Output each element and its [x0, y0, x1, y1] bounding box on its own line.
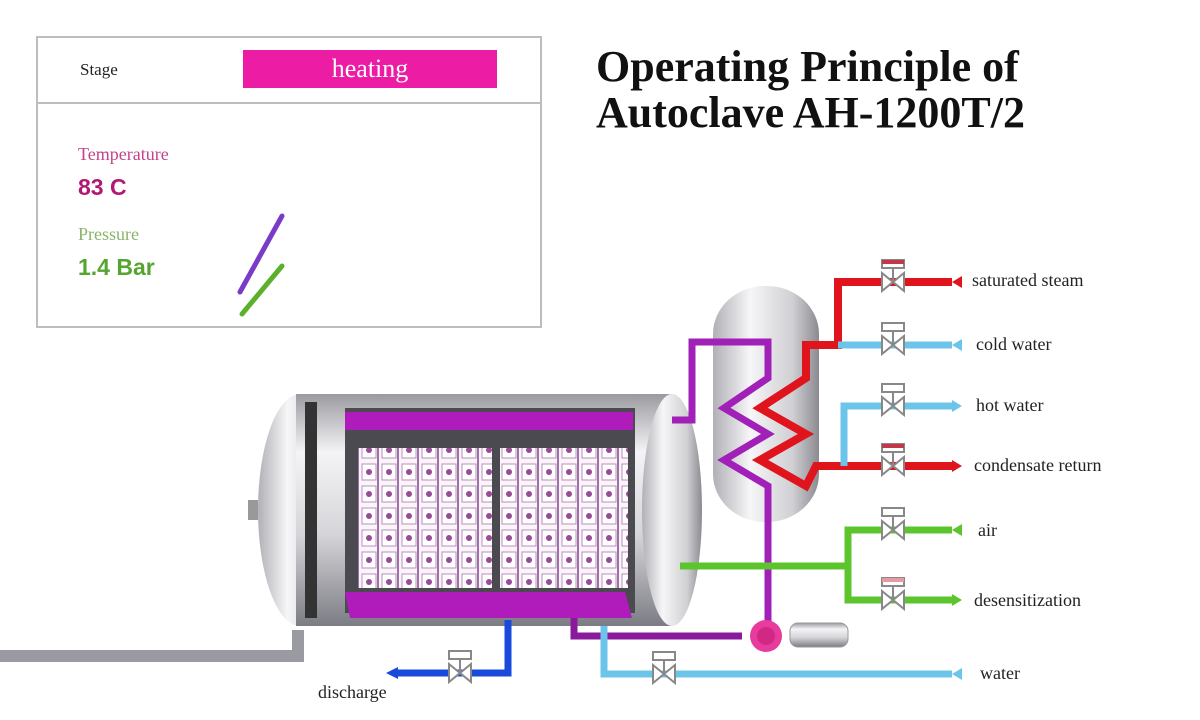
temperature-trend-icon	[237, 213, 285, 295]
drain-pipe	[0, 630, 304, 662]
label-hot-water: hot water	[976, 395, 1044, 415]
desensitization-pipe	[844, 566, 952, 604]
pressure-value: 1.4 Bar	[78, 254, 155, 280]
circulation-pump-icon	[750, 620, 849, 652]
water-arrow	[952, 668, 962, 680]
circulation-pipe-top	[672, 338, 775, 628]
pressure-trend-icon	[239, 263, 285, 317]
label-air: air	[978, 520, 997, 540]
valve-icon[interactable]	[881, 322, 905, 355]
title-line-1: Operating Principle of	[596, 42, 1019, 91]
status-panel: Stage heating Temperature 83 C Pressure …	[36, 36, 542, 328]
circulation-pipe-bottom	[570, 618, 742, 640]
stage-label: Stage	[80, 60, 118, 79]
trend-icons	[237, 213, 285, 317]
hot-water-arrow	[952, 400, 962, 412]
saturated-steam-arrow	[952, 276, 962, 288]
valve-icon[interactable]	[881, 507, 905, 540]
temperature-label: Temperature	[78, 144, 169, 164]
cold-water-arrow	[952, 339, 962, 351]
desensitization-arrow	[952, 594, 962, 606]
water-pipe	[600, 626, 952, 678]
valve-icon[interactable]	[881, 443, 905, 476]
label-condensate-return: condensate return	[974, 455, 1102, 475]
condensate-return-arrow	[952, 460, 962, 472]
steam-coil	[751, 278, 952, 492]
discharge-arrow	[386, 667, 398, 679]
valve-icon[interactable]	[448, 650, 472, 683]
air-arrow	[952, 524, 962, 536]
stage-row: Stage heating	[38, 38, 540, 104]
label-water: water	[980, 663, 1020, 683]
valve-icon[interactable]	[652, 651, 676, 684]
valve-icon[interactable]	[881, 577, 905, 610]
page-title: Operating Principle of Autoclave AH-1200…	[596, 44, 1025, 136]
autoclave-vessel	[248, 394, 702, 626]
label-saturated-steam: saturated steam	[972, 270, 1084, 290]
stage-value-badge: heating	[243, 50, 497, 88]
title-line-2: Autoclave AH-1200T/2	[596, 88, 1025, 137]
air-pipe	[680, 526, 952, 570]
discharge-pipe	[396, 620, 512, 677]
label-discharge: discharge	[318, 682, 387, 702]
pressure-label: Pressure	[78, 224, 139, 244]
valve-icon[interactable]	[881, 383, 905, 416]
valve-icon[interactable]	[881, 259, 905, 292]
hot-water-pipe	[840, 402, 952, 466]
label-desensitization: desensitization	[974, 590, 1081, 610]
temperature-value: 83 C	[78, 174, 127, 200]
label-cold-water: cold water	[976, 334, 1052, 354]
